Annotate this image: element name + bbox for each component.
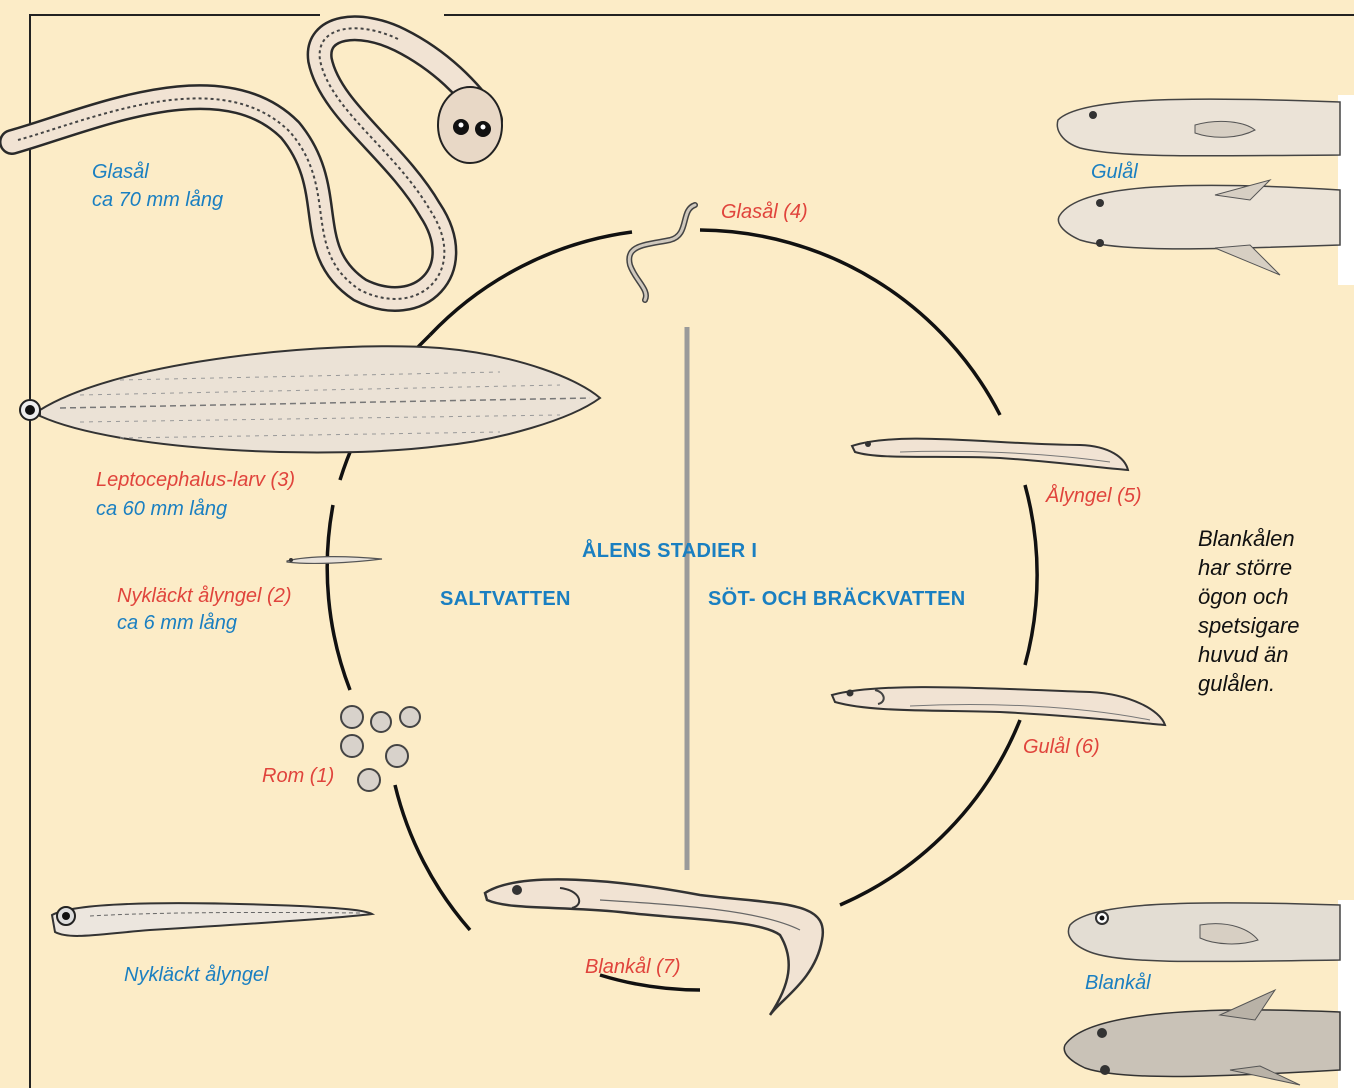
stage-label-leptocephalus: Leptocephalus-larv (3) bbox=[96, 467, 295, 493]
leptocephalus-illustration bbox=[20, 346, 600, 452]
note-line: har större bbox=[1198, 553, 1300, 582]
blankal-stage-illustration bbox=[485, 879, 823, 1015]
nyklackt-caption: Nykläckt ålyngel bbox=[124, 962, 269, 988]
stage-label-rom: Rom (1) bbox=[262, 763, 334, 789]
note-line: gulålen. bbox=[1198, 669, 1300, 698]
note-line: spetsigare bbox=[1198, 611, 1300, 640]
gulal-stage-illustration bbox=[832, 687, 1165, 725]
blankal-caption: Blankål bbox=[1085, 970, 1151, 996]
nyklackt-size-label: ca 6 mm lång bbox=[117, 610, 237, 636]
glasal-stage-illustration bbox=[629, 205, 695, 300]
note-line: Blankålen bbox=[1198, 524, 1300, 553]
stage-label-gulal: Gulål (6) bbox=[1023, 734, 1100, 760]
glasal-name-label: Glasål bbox=[92, 159, 149, 185]
stage-label-alyngel: Ålyngel (5) bbox=[1046, 483, 1142, 509]
stage-label-nyklackt: Nykläckt ålyngel (2) bbox=[117, 583, 292, 609]
stage-label-blankal: Blankål (7) bbox=[585, 954, 681, 980]
nyklackt-stage-illustration bbox=[287, 557, 382, 564]
alyngel-stage-illustration bbox=[852, 439, 1128, 470]
freshwater-heading: SÖT- OCH BRÄCKVATTEN bbox=[708, 588, 965, 611]
nyklackt-large-illustration bbox=[52, 903, 372, 936]
leptocephalus-size-label: ca 60 mm lång bbox=[96, 496, 227, 522]
stage-label-glasal: Glasål (4) bbox=[721, 199, 808, 225]
rom-eggs-illustration bbox=[341, 706, 420, 791]
diagram-title: ÅLENS STADIER I bbox=[582, 540, 757, 563]
note-line: ögon och bbox=[1198, 582, 1300, 611]
saltwater-heading: SALTVATTEN bbox=[440, 588, 571, 611]
note-line: huvud än bbox=[1198, 640, 1300, 669]
glasal-size-label: ca 70 mm lång bbox=[92, 187, 223, 213]
gulal-head-illustrations bbox=[1057, 95, 1354, 285]
blankal-note: Blankålen har större ögon och spetsigare… bbox=[1198, 524, 1300, 698]
glasal-large-illustration bbox=[12, 28, 502, 299]
gulal-caption: Gulål bbox=[1091, 159, 1138, 185]
